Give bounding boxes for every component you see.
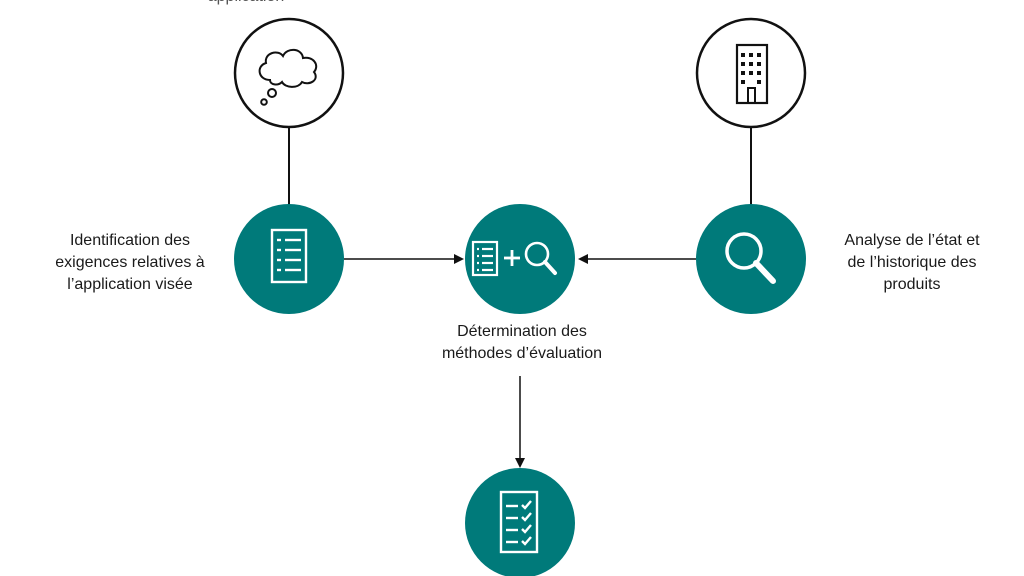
magnifier-icon bbox=[725, 232, 776, 284]
evaluation-methods-node bbox=[465, 204, 575, 314]
evaluation-methods-label-line-2: méthodes d’évaluation bbox=[441, 345, 603, 362]
requirements-label-line-1: Identification des bbox=[69, 232, 191, 249]
result-node bbox=[465, 468, 575, 576]
document-plus-magnifier-icon bbox=[471, 240, 557, 277]
requirements-node bbox=[234, 204, 344, 314]
requirements-label-line-2: exigences relatives à bbox=[55, 254, 205, 271]
requirements-label-line-3: l’application visée bbox=[67, 276, 193, 293]
requirements-label: Identification des exigences relatives à… bbox=[20, 230, 240, 296]
top-partial-label: application bbox=[176, 0, 316, 8]
cloud-thought-node bbox=[233, 17, 345, 129]
cloud-thought-icon bbox=[258, 48, 318, 106]
building-icon bbox=[735, 43, 769, 105]
evaluation-methods-label-line-1: Détermination des bbox=[457, 323, 587, 340]
building-node bbox=[695, 17, 807, 129]
checklist-document-icon bbox=[270, 228, 308, 284]
product-analysis-label-line-1: Analyse de l’état et bbox=[844, 232, 980, 249]
checklist-checkmarks-icon bbox=[499, 490, 539, 554]
product-analysis-label-line-2: de l’historique des bbox=[847, 254, 977, 271]
evaluation-methods-label: Détermination des méthodes d’évaluation bbox=[404, 321, 640, 365]
product-analysis-label-line-3: produits bbox=[883, 276, 941, 293]
product-analysis-node bbox=[696, 204, 806, 314]
product-analysis-label: Analyse de l’état et de l’historique des… bbox=[812, 230, 1012, 296]
top-partial-text: application bbox=[176, 0, 316, 8]
